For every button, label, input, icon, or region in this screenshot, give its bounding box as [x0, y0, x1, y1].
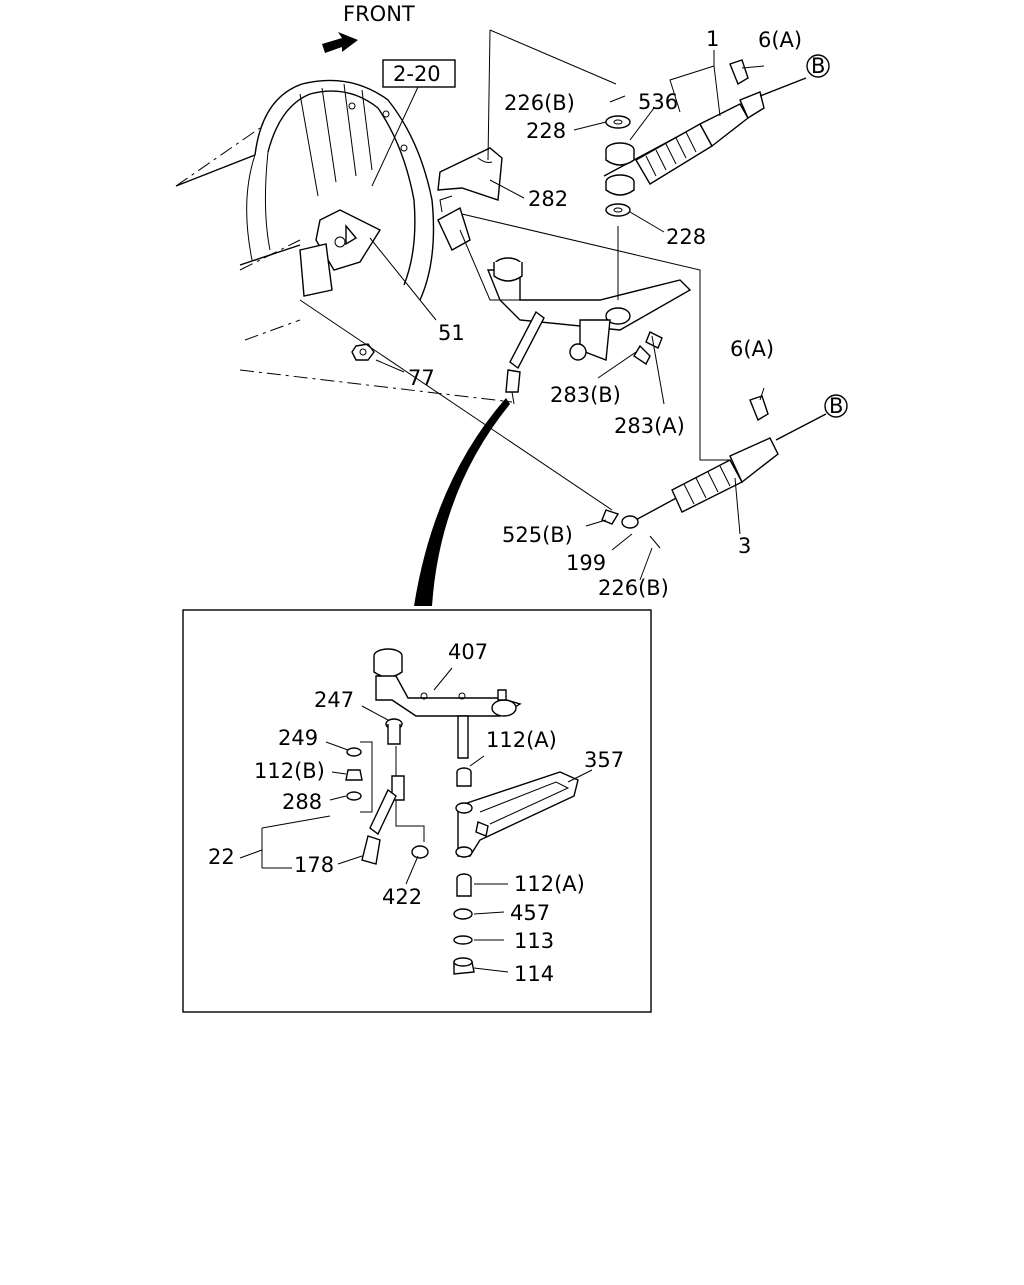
callout-114: 114 [514, 962, 554, 986]
clip-part [437, 195, 471, 251]
callout-226b-top: 226(B) [504, 91, 575, 115]
callout-22: 22 [208, 845, 235, 869]
bracket-part-282 [437, 147, 503, 201]
nut-part-114 [453, 957, 475, 975]
oring-part-457 [453, 908, 473, 920]
cable-part-1: B [603, 54, 830, 185]
reference-label: 2-20 [393, 62, 441, 86]
detail-inset-frame [182, 609, 652, 1013]
bushing-part-536 [605, 142, 635, 196]
callout-228-top: 228 [526, 119, 566, 143]
callout-1: 1 [706, 27, 719, 51]
washer-part-288 [346, 791, 362, 801]
callout-113: 113 [514, 929, 554, 953]
washer-part-422 [411, 845, 429, 859]
callout-283b: 283(B) [550, 383, 621, 407]
callout-112a-top: 112(A) [486, 728, 557, 752]
callout-357: 357 [584, 748, 624, 772]
cable-part-3: B [631, 394, 848, 523]
reference-b-circle-top [806, 54, 830, 78]
callout-3: 3 [738, 534, 751, 558]
callout-283a: 283(A) [614, 414, 685, 438]
callout-536: 536 [638, 90, 678, 114]
bushing-part-112a-top [456, 767, 472, 787]
transmission-housing [175, 79, 513, 403]
pin-part-226b-bottom [649, 535, 661, 549]
callout-77: 77 [408, 366, 435, 390]
bushing-part-112a-bottom [456, 873, 472, 897]
callout-525b: 525(B) [502, 523, 573, 547]
reference-box [382, 59, 456, 88]
lever-part-407 [373, 648, 522, 759]
callout-457: 457 [510, 901, 550, 925]
detail-leader-lines [239, 667, 593, 973]
callout-282: 282 [528, 187, 568, 211]
bracket-part-51 [299, 209, 382, 297]
callout-228-mid: 228 [666, 225, 706, 249]
washer-part-525b [601, 509, 620, 525]
washer-part-228-mid [605, 203, 631, 217]
callout-407: 407 [448, 640, 488, 664]
shift-lever-assembly [486, 226, 692, 405]
callout-178: 178 [294, 853, 334, 877]
reference-b-top: B [811, 54, 825, 78]
callout-288: 288 [282, 790, 322, 814]
callout-199: 199 [566, 551, 606, 575]
rod-assembly-22 [361, 746, 405, 865]
washer-part-199 [621, 515, 639, 529]
washer-part-228-top [605, 115, 631, 129]
bushing-part-112b [345, 769, 363, 781]
callout-247: 247 [314, 688, 354, 712]
detail-pointer [414, 398, 510, 606]
callout-422: 422 [382, 885, 422, 909]
reference-b-circle-mid [824, 394, 848, 418]
nut-part-77 [351, 343, 375, 361]
callout-6a-mid: 6(A) [730, 337, 774, 361]
leader-lines [369, 50, 765, 581]
arm-part-357 [455, 771, 579, 858]
callout-112b: 112(B) [254, 759, 325, 783]
callout-6a-top: 6(A) [758, 28, 802, 52]
callout-226b-bottom: 226(B) [598, 576, 669, 600]
front-arrow-icon [322, 32, 358, 53]
reference-b-mid: B [829, 394, 843, 418]
callout-249: 249 [278, 726, 318, 750]
bolt-part-247 [385, 718, 403, 745]
washer-part-113 [453, 935, 473, 945]
front-label: FRONT [343, 2, 415, 26]
callout-51: 51 [438, 321, 465, 345]
washer-part-249 [346, 747, 362, 757]
callout-112a-bottom: 112(A) [514, 872, 585, 896]
